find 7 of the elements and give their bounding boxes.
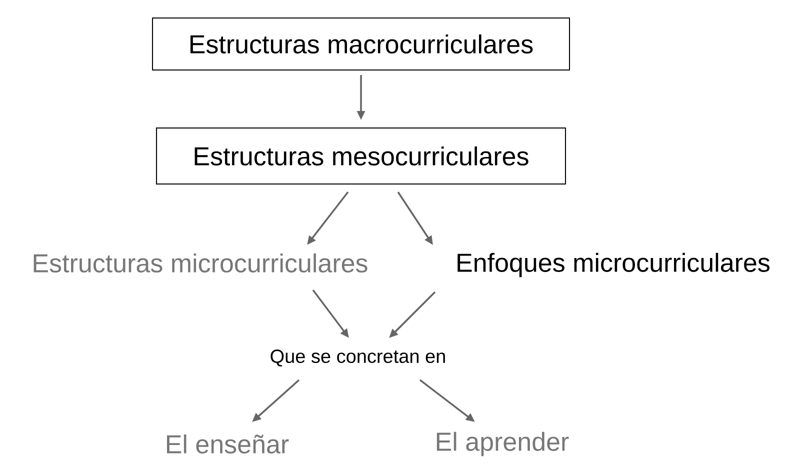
node-text: Que se concretan en (270, 350, 445, 366)
node-text: Estructuras microcurriculares (34, 253, 368, 273)
node-text: El enseñar (167, 434, 289, 454)
node-text: El aprender (436, 432, 569, 456)
process-box: Estructuras mesocurriculares (156, 128, 566, 184)
process-box: Estructuras macrocurriculares (152, 18, 570, 70)
node-text: Enfoques microcurriculares (458, 252, 770, 278)
